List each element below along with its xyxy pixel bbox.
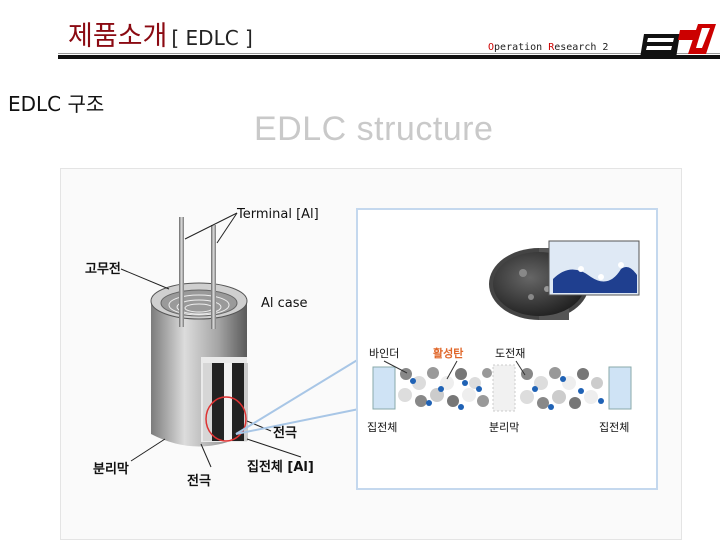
label-separator-mid: 분리막	[489, 421, 519, 434]
university-logo	[640, 24, 716, 58]
label-leaders	[120, 212, 302, 468]
label-collector-right: 집전체	[599, 421, 629, 434]
label-terminal: Terminal [Al]	[236, 207, 319, 222]
course-label-part2: esearch 2	[554, 42, 609, 53]
header-divider-thin	[58, 53, 720, 54]
page-title: 제품소개	[68, 21, 168, 52]
course-label-part1: peration	[494, 42, 549, 53]
figure-watermark: EDLC structure	[254, 110, 494, 148]
zoom-leaders	[383, 360, 526, 380]
label-activated-carbon: 활성탄	[433, 346, 463, 360]
collector-left	[372, 366, 396, 410]
page-header: 제품소개[ EDLC ]	[68, 14, 253, 53]
label-collector-al: 집전체 [Al]	[247, 459, 314, 475]
label-binder: 바인더	[369, 347, 399, 360]
course-label: Operation Research 2	[488, 42, 608, 53]
label-collector-left: 집전체	[367, 421, 397, 434]
collector-right	[608, 366, 632, 410]
capacitor-cutaway	[150, 282, 248, 447]
course-label-o: O	[488, 42, 495, 53]
label-conductive: 도전재	[495, 347, 525, 360]
label-rubber-plug: 고무전	[85, 261, 121, 277]
course-label-r: R	[548, 42, 555, 53]
edlc-diagram: Terminal [Al] 고무전 Al case 전극 집전체 [Al] 분리…	[85, 207, 658, 490]
edlc-structure-figure: Terminal [Al] 고무전 Al case 전극 집전체 [Al] 분리…	[60, 168, 682, 540]
section-title: EDLC 구조	[8, 92, 105, 116]
terminal-rod-right	[211, 225, 216, 329]
pore-inset	[548, 240, 640, 296]
separator-band	[492, 364, 516, 412]
label-al-case: Al case	[261, 296, 308, 311]
header-divider	[58, 55, 720, 59]
electrode-particles	[398, 367, 604, 410]
label-electrode-bottom: 전극	[187, 473, 211, 489]
page-subtitle: [ EDLC ]	[171, 26, 253, 50]
terminal-rod-left	[179, 217, 184, 327]
label-separator-left: 분리막	[93, 461, 129, 477]
label-electrode-right: 전극	[273, 425, 297, 441]
zoom-lines	[235, 358, 360, 435]
